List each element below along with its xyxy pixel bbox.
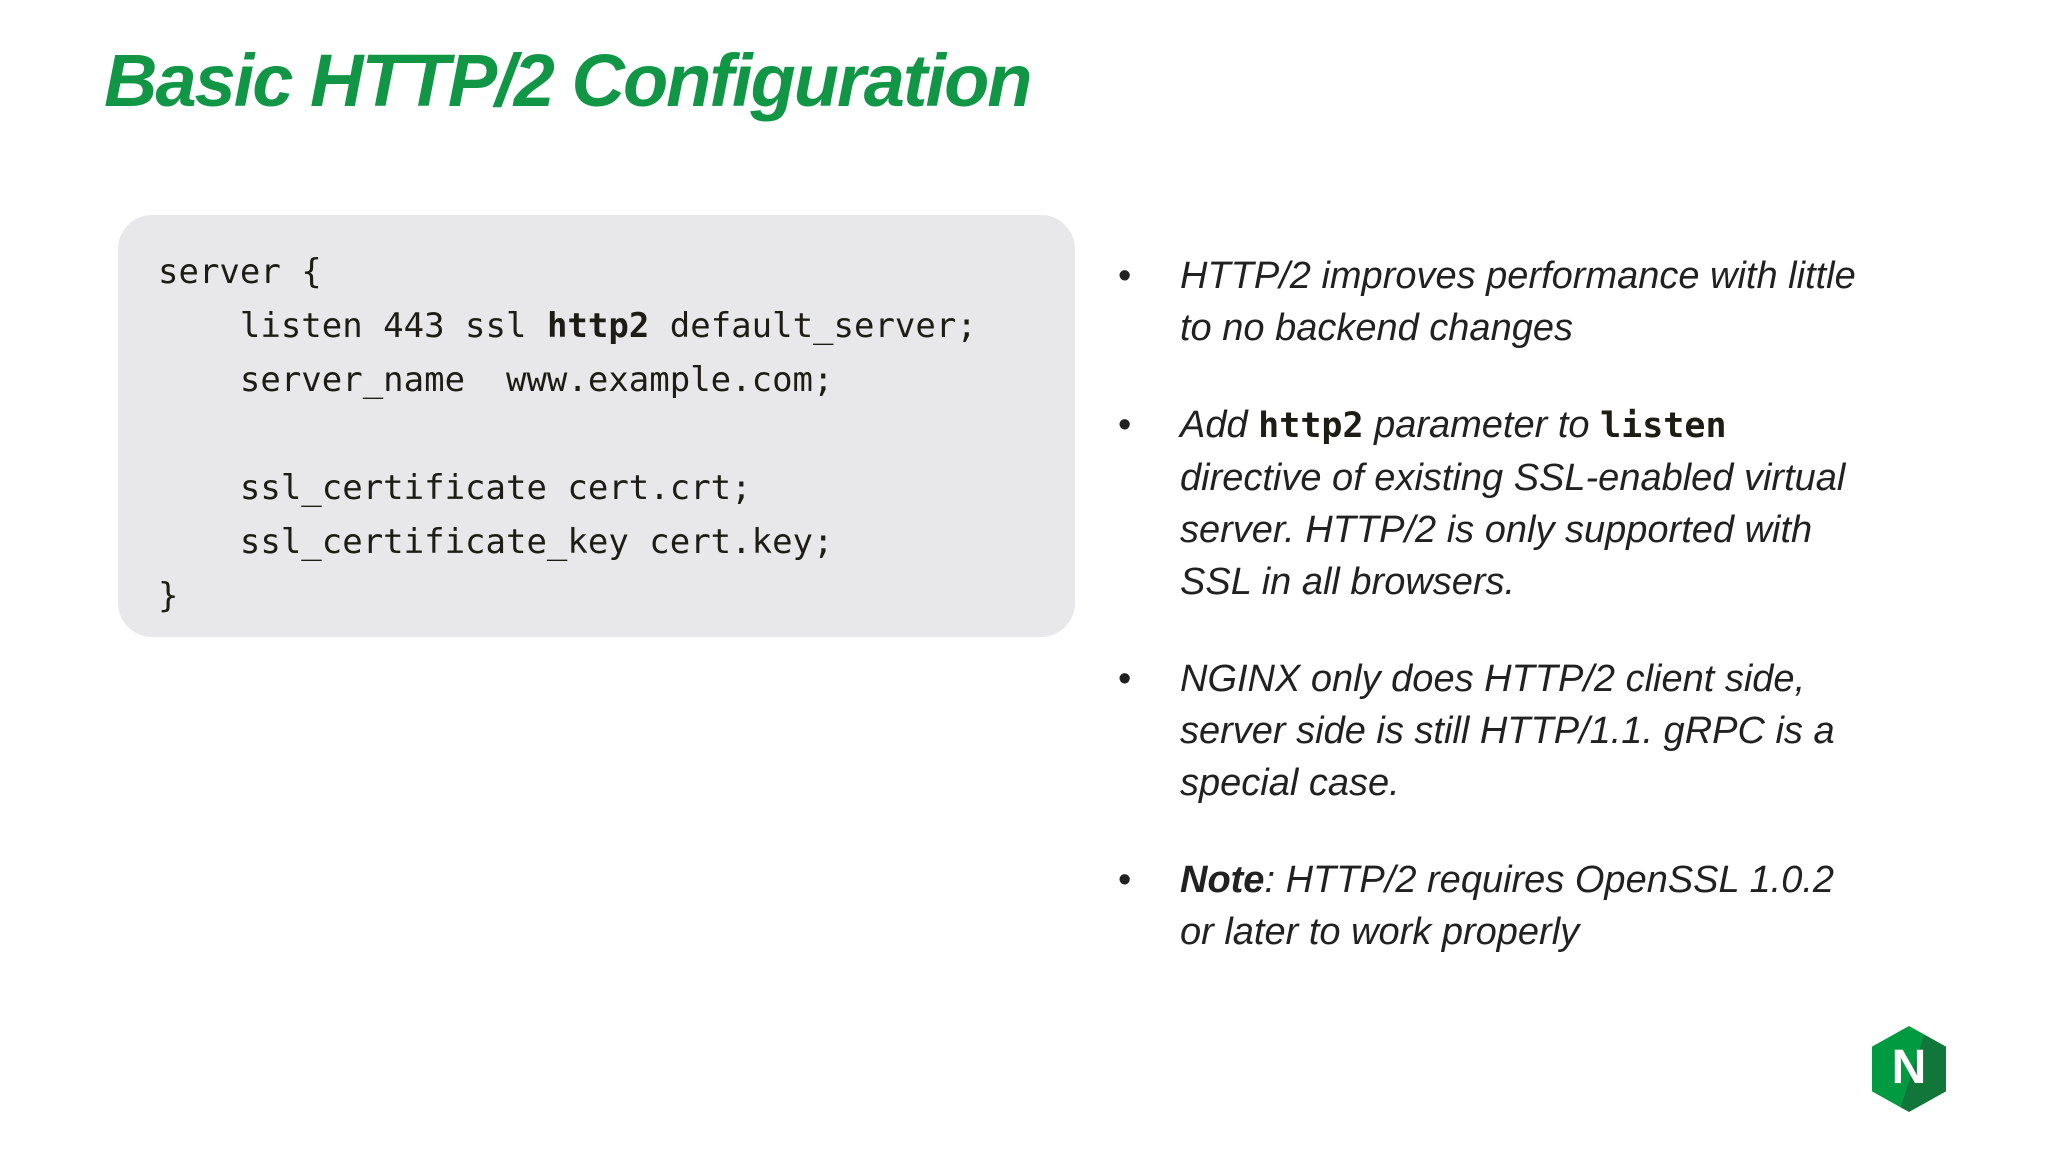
code-line: server_name www.example.com; (158, 360, 834, 400)
bullet-marker-icon: • (1118, 658, 1132, 700)
bullet-marker-icon: • (1118, 404, 1132, 446)
code-line: ssl_certificate_key cert.key; (158, 522, 834, 562)
code-block: server { listen 443 ssl http2 default_se… (118, 215, 1075, 637)
page-title: Basic HTTP/2 Configuration (104, 39, 1033, 122)
code-line: ssl_certificate cert.crt; (158, 468, 752, 508)
bullet-text: HTTP/2 improves performance with little … (1180, 255, 1856, 349)
code-line (158, 407, 1035, 461)
bullet-list: • HTTP/2 improves performance with little… (1118, 250, 1978, 1003)
bullet-item: • NGINX only does HTTP/2 client side, ser… (1118, 653, 1978, 809)
bullet-marker-icon: • (1118, 255, 1132, 297)
bullet-marker-icon: • (1118, 859, 1132, 901)
nginx-logo-icon: N (1872, 1026, 1946, 1112)
bullet-text: Note: HTTP/2 requires OpenSSL 1.0.2 or l… (1180, 859, 1835, 953)
code-line: listen 443 ssl http2 default_server; (158, 306, 977, 346)
code-line: } (158, 576, 179, 616)
code-content: server { listen 443 ssl http2 default_se… (158, 245, 1035, 623)
bullet-item: • Add http2 parameter to listen directive… (1118, 399, 1978, 608)
bullet-text: Add http2 parameter to listen directive … (1180, 404, 1846, 603)
code-line: server { (158, 252, 322, 292)
bullet-item: • Note: HTTP/2 requires OpenSSL 1.0.2 or … (1118, 854, 1978, 958)
bullet-item: • HTTP/2 improves performance with little… (1118, 250, 1978, 354)
bullet-text: NGINX only does HTTP/2 client side, serv… (1180, 658, 1835, 804)
nginx-logo-letter: N (1891, 1041, 1927, 1094)
